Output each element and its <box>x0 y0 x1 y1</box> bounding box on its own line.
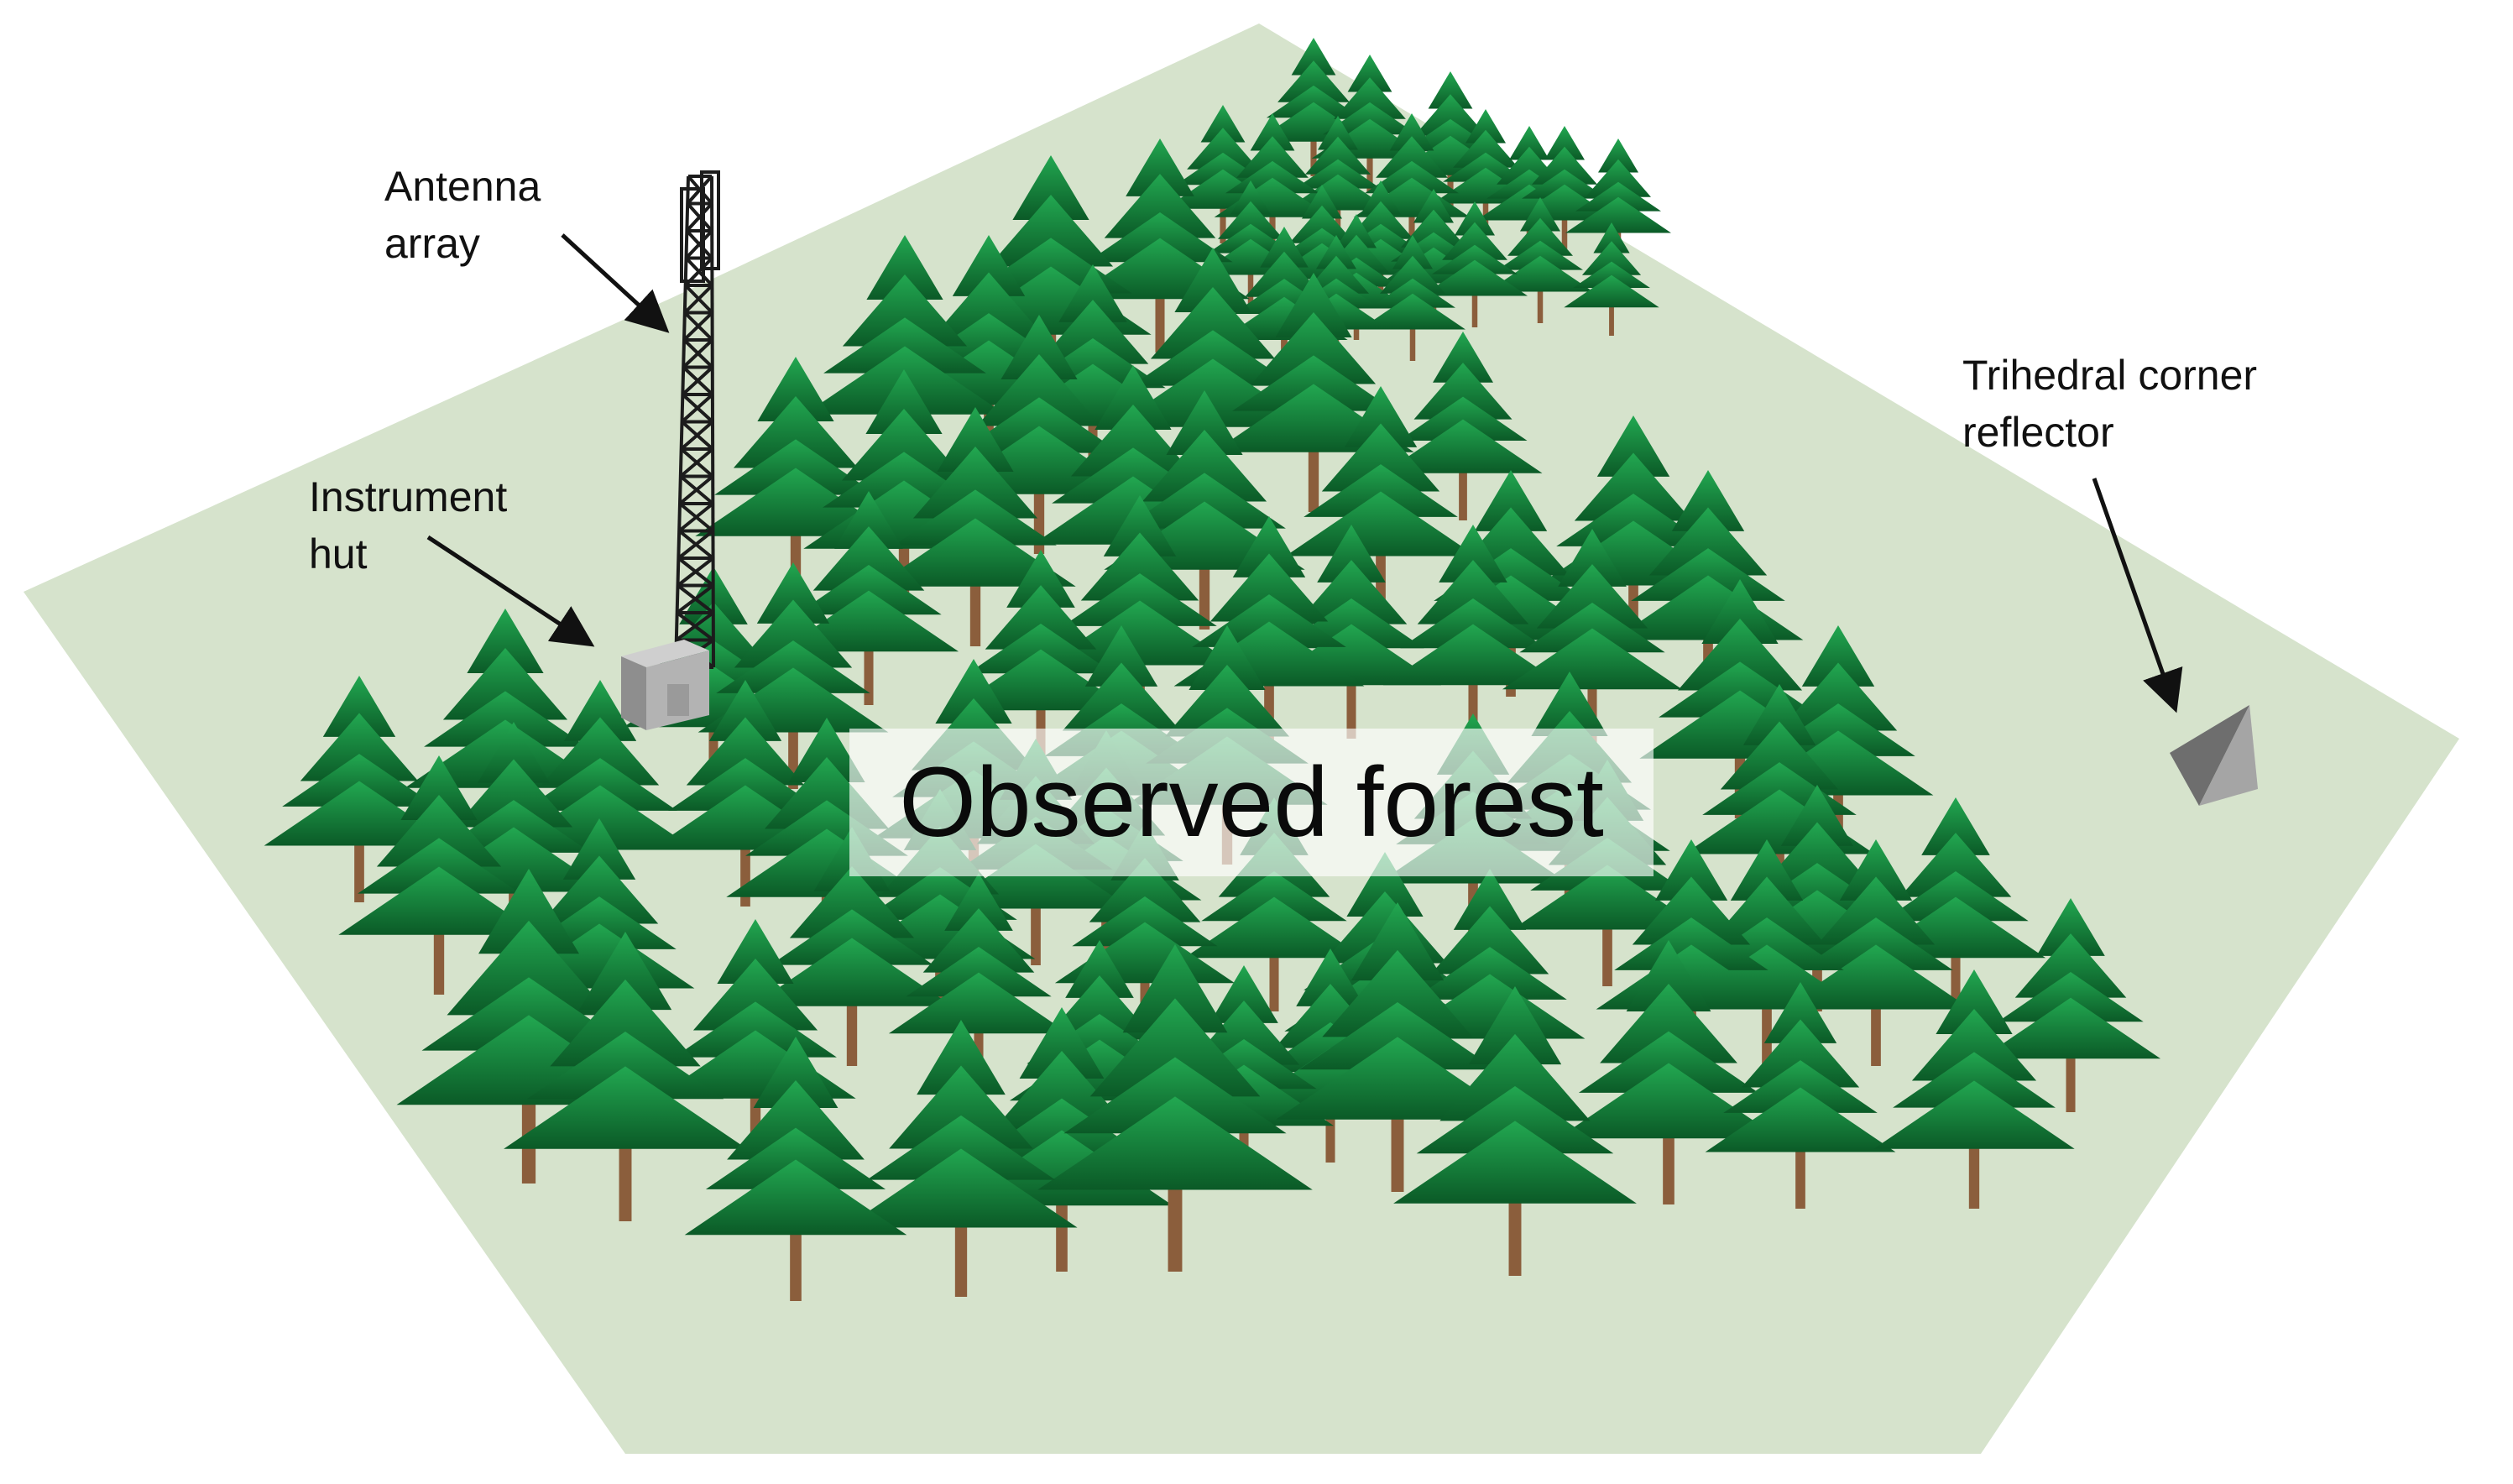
corner-reflector <box>2170 705 2258 806</box>
hut-label: Instrument hut <box>309 468 507 583</box>
tree <box>1285 116 1391 242</box>
tree <box>338 755 540 995</box>
tree <box>1276 902 1519 1192</box>
hut-label-line1: Instrument <box>309 473 508 520</box>
tree <box>1383 332 1543 520</box>
tree <box>1382 525 1564 739</box>
tree <box>504 932 747 1221</box>
tree <box>1285 386 1476 613</box>
reflector-label-line1: Trihedral corner <box>1962 352 2258 399</box>
tree <box>1980 898 2161 1112</box>
tree <box>264 676 455 902</box>
tree <box>1360 235 1465 361</box>
antenna-tower <box>674 170 720 669</box>
hut-label-line2: hut <box>309 530 368 577</box>
tree <box>950 550 1131 764</box>
title-box <box>849 729 1654 876</box>
antenna-label-line2: array <box>384 220 480 267</box>
tree <box>650 680 841 907</box>
tree <box>888 873 1069 1087</box>
reflector-label-line2: reflector <box>1962 409 2114 456</box>
tree <box>684 1037 907 1301</box>
reflector-label: Trihedral corner reflector <box>1962 347 2257 461</box>
antenna-label: Antenna array <box>384 158 541 272</box>
tree <box>697 562 889 789</box>
tree <box>1037 944 1313 1272</box>
diagram-title: Observed forest <box>899 747 1604 858</box>
hut-arrow <box>426 535 595 647</box>
antenna-arrow <box>561 233 670 333</box>
tree <box>1557 940 1780 1204</box>
tree <box>875 407 1076 646</box>
reflector-arrow <box>2092 478 2183 713</box>
tree <box>1705 982 1896 1209</box>
tree <box>1487 197 1593 323</box>
tree <box>1422 201 1528 327</box>
tree <box>695 357 896 596</box>
antenna-label-line1: Antenna <box>384 163 541 210</box>
instrument-hut <box>621 640 709 730</box>
tree <box>1393 986 1637 1276</box>
tree-group <box>264 38 2161 1301</box>
tree <box>1564 222 1659 336</box>
tree <box>1873 969 2075 1209</box>
tree <box>844 1020 1078 1297</box>
